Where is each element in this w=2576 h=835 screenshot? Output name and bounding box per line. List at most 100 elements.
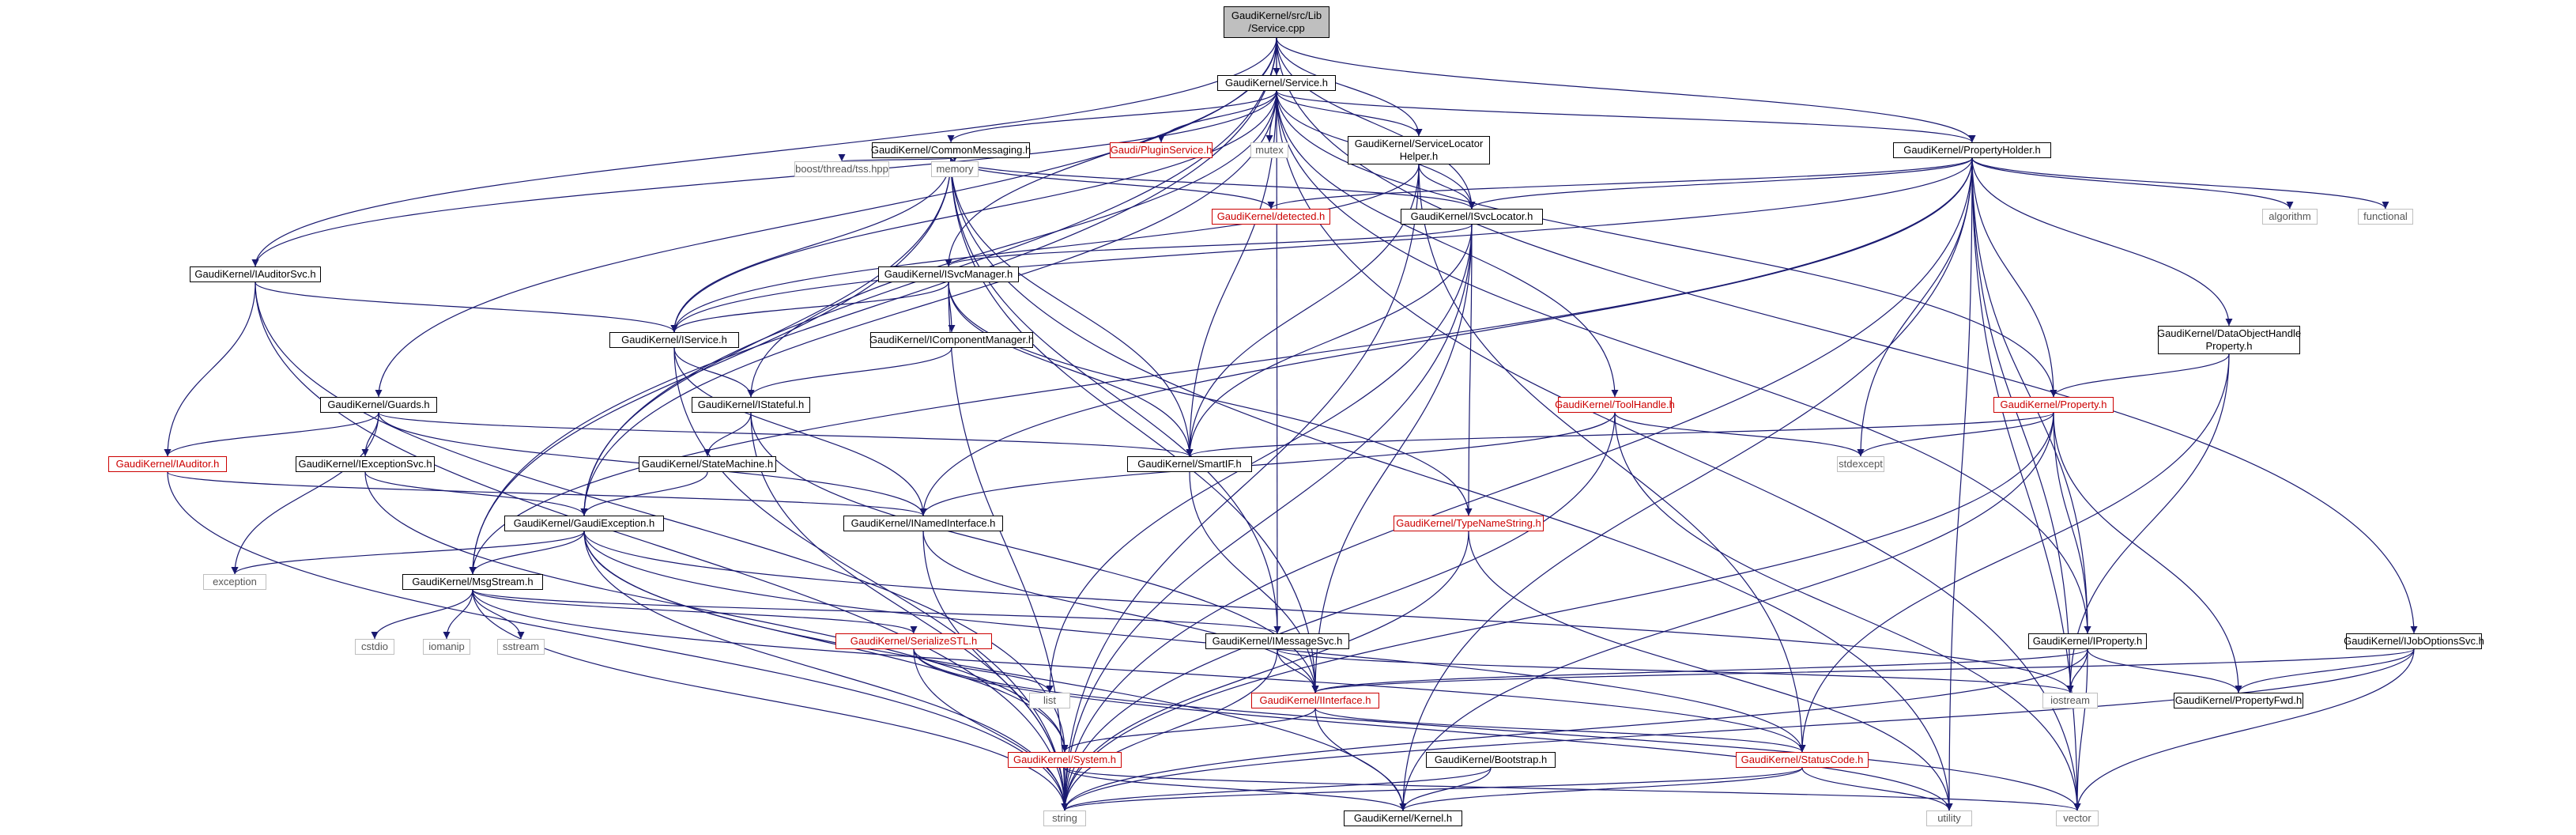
edge-service_h-to-iauditorsvc: [251, 90, 1277, 267]
node-commonmsg[interactable]: GaudiKernel/CommonMessaging.h: [871, 142, 1031, 158]
edge-service_h-to-istateful: [747, 90, 1277, 398]
edge-propholder-to-msgstream: [469, 157, 1973, 575]
node-iinterface[interactable]: GaudiKernel/IInterface.h: [1251, 693, 1379, 708]
edge-serializestl-to-vector: [913, 648, 2081, 811]
node-statuscode[interactable]: GaudiKernel/StatusCode.h: [1736, 752, 1869, 768]
edge-statuscode-to-kernel: [1399, 767, 1803, 811]
edge-msgstream-to-iomanip: [443, 589, 473, 640]
edge-propholder-to-algorithm: [1971, 157, 2294, 210]
edge-istateful-to-string: [750, 412, 1069, 811]
edge-root-to-guards: [375, 37, 1277, 398]
edge-propholder-to-functional: [1971, 157, 2389, 210]
node-propholder[interactable]: GaudiKernel/PropertyHolder.h: [1893, 142, 2051, 158]
edge-service_h-to-commonmsg: [947, 90, 1277, 143]
edge-commonmsg-to-gaudiexc: [580, 157, 952, 516]
edge-toolhandle-to-string: [1061, 412, 1616, 811]
edge-iproperty-to-propfwd: [2087, 648, 2242, 693]
node-sstream: sstream: [497, 639, 545, 655]
edge-propholder-to-detected: [1267, 157, 1973, 210]
edge-typenamestr-to-string: [1061, 531, 1469, 811]
node-kernel[interactable]: GaudiKernel/Kernel.h: [1344, 810, 1462, 826]
node-dohprop[interactable]: GaudiKernel/DataObjectHandle Property.h: [2157, 326, 2301, 354]
node-iauditor[interactable]: GaudiKernel/IAuditor.h: [108, 456, 227, 472]
node-utility: utility: [1926, 810, 1972, 826]
node-icompmgr[interactable]: GaudiKernel/IComponentManager.h: [869, 332, 1034, 348]
node-bootstrap[interactable]: GaudiKernel/Bootstrap.h: [1426, 752, 1556, 768]
node-svcloch[interactable]: GaudiKernel/ServiceLocator Helper.h: [1348, 136, 1490, 164]
node-functional: functional: [2358, 209, 2413, 225]
edge-iauditorsvc-to-iservice: [255, 281, 678, 333]
edge-isvcloc-to-smartif: [1186, 224, 1473, 457]
node-iservice[interactable]: GaudiKernel/IService.h: [609, 332, 739, 348]
node-msgstream[interactable]: GaudiKernel/MsgStream.h: [402, 574, 543, 590]
edge-property-to-stdexcept: [1857, 412, 2054, 457]
edge-propholder-to-stdexcept: [1857, 157, 1973, 457]
edge-commonmsg-to-imsgsvc: [950, 157, 1281, 634]
edge-iauditorsvc-to-string: [255, 281, 1069, 811]
edge-commonmsg-to-boostts: [839, 153, 952, 162]
node-propfwd[interactable]: GaudiKernel/PropertyFwd.h: [2174, 693, 2303, 708]
node-imsgsvc[interactable]: GaudiKernel/IMessageSvc.h: [1205, 633, 1349, 649]
node-ijobopt[interactable]: GaudiKernel/IJobOptionsSvc.h: [2344, 633, 2484, 649]
edge-commonmsg-to-smartif: [950, 157, 1194, 457]
node-property[interactable]: GaudiKernel/Property.h: [1993, 397, 2114, 413]
edge-msgstream-to-statuscode: [472, 589, 1806, 753]
node-root[interactable]: GaudiKernel/src/Lib /Service.cpp: [1224, 6, 1329, 38]
edge-iexcsvc-to-gaudiexc: [364, 471, 588, 516]
edge-isvcmgr-to-smartif: [948, 281, 1194, 457]
node-istateful[interactable]: GaudiKernel/IStateful.h: [692, 397, 810, 413]
edge-property-to-propfwd: [2053, 412, 2242, 693]
node-algorithm: algorithm: [2262, 209, 2318, 225]
edge-root-to-svcloch: [1276, 37, 1423, 137]
edge-isvcloc-to-typenamestr: [1465, 224, 1473, 516]
node-exception: exception: [203, 574, 266, 590]
edge-iinterface-to-system: [1061, 708, 1316, 753]
node-iauditorsvc[interactable]: GaudiKernel/IAuditorSvc.h: [190, 266, 321, 282]
edge-ijobopt-to-propfwd: [2235, 648, 2415, 693]
edge-service_h-to-propholder: [1276, 90, 1976, 143]
node-pluginsvc[interactable]: Gaudi/PluginService.h: [1110, 142, 1213, 158]
edge-ijobopt-to-vector: [2073, 648, 2415, 811]
edge-gaudiexc-to-exception: [231, 531, 585, 575]
edge-iproperty-to-iostream: [2066, 648, 2088, 693]
node-service-h[interactable]: GaudiKernel/Service.h: [1217, 75, 1336, 91]
node-vector: vector: [2056, 810, 2099, 826]
edge-service_h-to-pluginsvc: [1157, 90, 1277, 143]
edge-service_h-to-toolhandle: [1276, 90, 1619, 398]
node-toolhandle[interactable]: GaudiKernel/ToolHandle.h: [1555, 397, 1675, 413]
node-typenamestr[interactable]: GaudiKernel/TypeNameString.h: [1394, 516, 1544, 531]
edge-gaudiexc-to-system: [583, 531, 1069, 753]
edge-service_h-to-iproperty: [1276, 90, 2091, 634]
node-guards[interactable]: GaudiKernel/Guards.h: [320, 397, 437, 413]
edge-iauditor-to-string: [167, 471, 1069, 811]
node-list: list: [1029, 693, 1070, 708]
edge-service_h-to-property: [1276, 90, 2057, 398]
edge-statuscode-to-string: [1061, 767, 1803, 811]
edge-commonmsg-to-iservice: [670, 157, 952, 333]
node-isvcmgr[interactable]: GaudiKernel/ISvcManager.h: [878, 266, 1019, 282]
edge-toolhandle-to-stdexcept: [1614, 412, 1865, 457]
node-inamedif[interactable]: GaudiKernel/INamedInterface.h: [843, 516, 1003, 531]
edge-statuscode-to-utility: [1801, 767, 1953, 811]
node-statemachine[interactable]: GaudiKernel/StateMachine.h: [639, 456, 776, 472]
node-smartif[interactable]: GaudiKernel/SmartIF.h: [1127, 456, 1252, 472]
edge-service_h-to-vector: [1276, 90, 2081, 811]
node-iproperty[interactable]: GaudiKernel/IProperty.h: [2028, 633, 2147, 649]
edge-serializestl-to-list: [913, 648, 1054, 693]
node-system[interactable]: GaudiKernel/System.h: [1008, 752, 1122, 768]
edge-msgstream-to-sstream: [472, 589, 525, 640]
edge-propholder-to-vector: [1971, 157, 2081, 811]
edge-dohprop-to-iostream: [2066, 353, 2230, 693]
edge-iexcsvc-to-system: [364, 471, 1069, 753]
edge-istateful-to-iinterface: [750, 412, 1319, 693]
node-detected[interactable]: GaudiKernel/detected.h: [1212, 209, 1330, 225]
edge-iproperty-to-vector: [2073, 648, 2088, 811]
node-iexcsvc[interactable]: GaudiKernel/IExceptionSvc.h: [296, 456, 435, 472]
edge-svcloch-to-iservice: [670, 164, 1420, 333]
edge-msgstream-to-string: [472, 589, 1069, 811]
edge-propholder-to-kernel: [1399, 157, 1973, 811]
node-serializestl[interactable]: GaudiKernel/SerializeSTL.h: [835, 633, 992, 649]
edge-property-to-smartif: [1186, 412, 2054, 457]
node-isvcloc[interactable]: GaudiKernel/ISvcLocator.h: [1401, 209, 1543, 225]
node-gaudiexc[interactable]: GaudiKernel/GaudiException.h: [504, 516, 664, 531]
